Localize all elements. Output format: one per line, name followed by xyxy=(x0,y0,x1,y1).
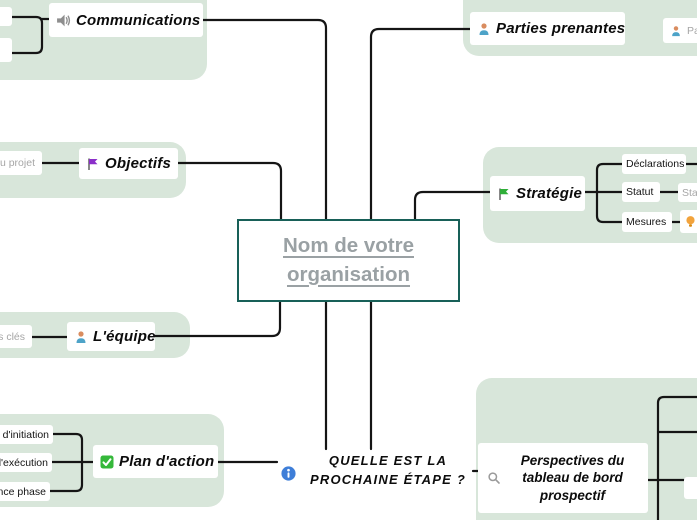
bracket-perspectives-children xyxy=(656,395,697,520)
question-line2: PROCHAINE ÉTAPE ? xyxy=(310,472,466,487)
node-equipe-ghost[interactable]: es clés xyxy=(0,325,32,348)
node-label-parties-child: Par xyxy=(687,24,697,37)
node-label-plan-child-1: se d'initiation xyxy=(0,428,49,441)
connector-parties-root xyxy=(369,27,472,221)
checkbox-icon xyxy=(100,455,114,469)
node-label-plan-child-2: e d'exécution xyxy=(0,456,48,469)
node-label-declarations: Déclarations xyxy=(626,158,685,170)
node-plan-child-2[interactable]: e d'exécution xyxy=(0,453,52,472)
node-plan-child-1[interactable]: se d'initiation xyxy=(0,425,53,444)
node-objectifs[interactable]: Objectifs xyxy=(79,148,178,179)
node-mesures[interactable]: Mesures xyxy=(622,212,672,232)
node-communications[interactable]: Communications xyxy=(49,3,203,37)
node-question[interactable]: QUELLE EST LA PROCHAINE ÉTAPE ? xyxy=(298,449,478,493)
node-label-plan-child-3: enance phase xyxy=(0,485,46,498)
node-objectifs-ghost[interactable]: du projet xyxy=(0,151,42,175)
node-parties-child[interactable]: Par xyxy=(663,18,697,43)
connector-equipe-root xyxy=(153,300,282,338)
perspectives-line3: prospectif xyxy=(539,487,606,503)
node-strategie[interactable]: Stratégie xyxy=(490,176,585,211)
node-label-statut: Statut xyxy=(626,186,654,198)
purple-flag-icon xyxy=(86,157,100,171)
person-icon xyxy=(74,330,88,344)
node-perspectives[interactable]: Perspectives du tableau de bord prospect… xyxy=(478,443,648,513)
info-icon xyxy=(281,466,296,481)
orange-bulb-icon xyxy=(684,215,697,228)
bracket-communications-children xyxy=(10,15,44,55)
root-title-line1: Nom de votre xyxy=(283,233,414,257)
node-label-strategie: Stratégie xyxy=(516,185,582,202)
connector-strategie-root xyxy=(413,190,492,221)
node-label-plan: Plan d'action xyxy=(119,453,215,470)
node-plan-child-3[interactable]: enance phase xyxy=(0,482,50,501)
node-statut[interactable]: Statut xyxy=(622,182,660,202)
question-line1: QUELLE EST LA xyxy=(328,453,448,469)
node-label-parties: Parties prenantes xyxy=(496,20,626,37)
speaker-icon xyxy=(56,13,71,28)
perspectives-line2: tableau de bord xyxy=(522,470,623,486)
node-parties-prenantes[interactable]: Parties prenantes xyxy=(470,12,625,45)
connector-communications-root xyxy=(201,18,328,221)
green-flag-icon xyxy=(497,187,511,201)
node-label-objectifs-ghost: du projet xyxy=(0,157,35,169)
node-label-statut-ghost: Sta xyxy=(682,186,697,199)
node-root-organisation[interactable]: Nom de votre organisation xyxy=(237,219,460,302)
node-communications-child-1[interactable] xyxy=(0,7,12,26)
node-equipe[interactable]: L'équipe xyxy=(67,322,155,351)
connector-objectifs-root xyxy=(176,161,283,221)
person-icon xyxy=(670,25,682,37)
node-label-equipe-ghost: es clés xyxy=(0,330,25,343)
node-statut-ghost[interactable]: Sta xyxy=(678,183,697,202)
person-icon xyxy=(477,22,491,36)
node-label-communications: Communications xyxy=(76,11,201,29)
root-title-line2: organisation xyxy=(286,262,410,286)
node-mesures-child[interactable] xyxy=(680,210,697,233)
magnifier-icon xyxy=(487,471,501,485)
perspectives-line1: Perspectives du xyxy=(520,452,625,468)
node-plan-action[interactable]: Plan d'action xyxy=(93,445,218,478)
node-declarations[interactable]: Déclarations xyxy=(622,154,686,174)
node-label-equipe: L'équipe xyxy=(93,328,156,345)
node-label-objectifs: Objectifs xyxy=(105,155,171,172)
node-perspectives-child[interactable] xyxy=(684,477,697,499)
node-communications-child-2[interactable] xyxy=(0,38,12,62)
node-label-mesures: Mesures xyxy=(626,216,667,228)
